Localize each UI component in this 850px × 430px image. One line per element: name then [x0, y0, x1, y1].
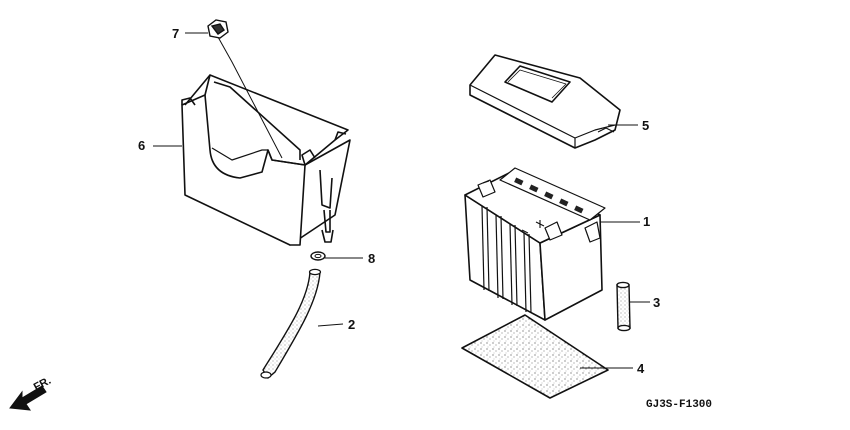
front-direction-arrow: FR.: [9, 375, 53, 411]
callout-4: 4: [637, 361, 645, 376]
breather-tube: [260, 268, 322, 380]
callout-7: 7: [172, 26, 179, 41]
leader-lines: [153, 32, 650, 369]
callout-2: 2: [348, 317, 355, 332]
tube: [616, 281, 631, 332]
battery-case: [181, 74, 351, 246]
clip: [310, 251, 326, 261]
callout-1: 1: [643, 214, 650, 229]
callout-3: 3: [653, 295, 660, 310]
front-label: FR.: [32, 375, 53, 394]
battery-cover: [469, 54, 621, 149]
leader-line-7: [217, 36, 283, 159]
figure-code: GJ3S-F1300: [646, 399, 712, 411]
nut: [207, 19, 229, 39]
battery-pad: [461, 314, 609, 399]
battery: [464, 167, 606, 321]
callout-6: 6: [138, 138, 145, 153]
callout-8: 8: [368, 251, 375, 266]
callout-5: 5: [642, 118, 649, 133]
